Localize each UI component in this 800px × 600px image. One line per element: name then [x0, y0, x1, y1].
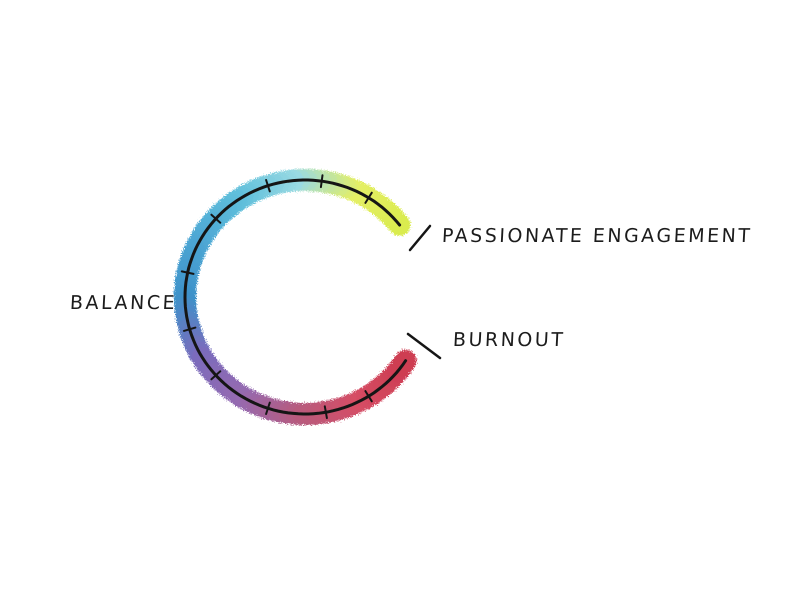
spectrum-arc-line — [183, 178, 408, 416]
tick-mark — [210, 370, 222, 381]
tick-mark — [265, 179, 271, 193]
tick-mark — [210, 213, 222, 224]
tick-mark — [265, 401, 271, 415]
tick-mark — [323, 405, 328, 420]
balance-label: BALANCE — [69, 292, 178, 314]
tick-mark — [319, 174, 324, 189]
tick-mark — [180, 270, 195, 275]
passionate-engagement-label: PASSIONATE ENGAGEMENT — [441, 225, 753, 247]
burnout-label: BURNOUT — [452, 329, 566, 351]
tick-mark — [364, 390, 373, 403]
tick-mark — [182, 326, 197, 332]
tick-marks — [180, 174, 373, 420]
burnout-end-cap — [406, 332, 442, 360]
tick-mark — [364, 191, 373, 204]
passionate-end-cap — [408, 224, 432, 252]
